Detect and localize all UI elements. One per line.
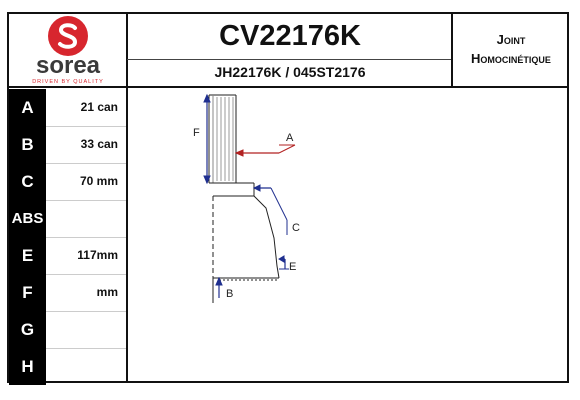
label-f: F: [193, 127, 200, 139]
row-divider: [46, 126, 126, 127]
row-divider: [46, 163, 126, 164]
category-line-2: Homocinétique: [471, 51, 551, 66]
part-reference: CV22176K: [219, 20, 361, 52]
brand-tagline: DRIVEN BY QUALITY: [32, 79, 104, 85]
spec-row-g: G: [9, 311, 125, 348]
spec-key: A: [9, 89, 46, 126]
spec-row-b: B 33 can: [9, 126, 125, 163]
label-b: B: [226, 288, 233, 300]
row-divider: [46, 348, 126, 349]
spec-row-c: C 70 mm: [9, 163, 125, 200]
spec-key: B: [9, 126, 46, 163]
callout-a: [234, 144, 296, 157]
spec-key: ABS: [9, 200, 46, 237]
spec-value: mm: [96, 285, 118, 299]
divider-category: [451, 12, 453, 87]
label-a: A: [286, 132, 294, 144]
shaft-drawing: [208, 94, 280, 303]
divider-ref-alt: [127, 59, 451, 60]
spec-key: G: [9, 311, 46, 348]
category-line-1: Joint: [496, 32, 526, 47]
spec-row-a: A 21 can: [9, 89, 125, 126]
brand-logo: sorea DRIVEN BY QUALITY: [9, 14, 127, 85]
spec-value: [46, 348, 126, 385]
callout-c: [252, 184, 288, 235]
dimension-f: [203, 93, 211, 185]
part-category: Joint Homocinétique: [454, 30, 568, 68]
divider-left-column: [126, 12, 128, 383]
spec-value: [46, 200, 126, 237]
spec-value: 70 mm: [79, 174, 118, 188]
spec-value: 117mm: [77, 248, 118, 262]
callout-b: [215, 276, 223, 298]
spec-row-f: F mm: [9, 274, 125, 311]
alt-references: JH22176K / 045ST2176: [214, 64, 366, 80]
brand-logo-mark: [48, 16, 88, 56]
spec-value: 21 can: [80, 100, 118, 114]
spec-key: C: [9, 163, 46, 200]
row-divider: [46, 237, 126, 238]
spec-sheet-frame: [7, 12, 569, 383]
divider-header: [7, 86, 569, 88]
row-divider: [46, 274, 126, 275]
spec-value: [46, 311, 126, 348]
spec-row-abs: ABS: [9, 200, 125, 237]
spec-row-h: H: [9, 348, 125, 385]
label-e: E: [289, 261, 296, 273]
row-divider: [46, 200, 126, 201]
label-c: C: [292, 222, 300, 234]
spec-key: F: [9, 274, 46, 311]
cv-joint-diagram: F A C E B: [193, 93, 300, 303]
spec-key: E: [9, 237, 46, 274]
spec-value: 33 can: [80, 137, 118, 151]
row-divider: [46, 311, 126, 312]
callout-e: [278, 255, 289, 270]
spec-key: H: [9, 348, 46, 385]
brand-name: sorea: [35, 52, 101, 79]
spec-row-e: E 117mm: [9, 237, 125, 274]
